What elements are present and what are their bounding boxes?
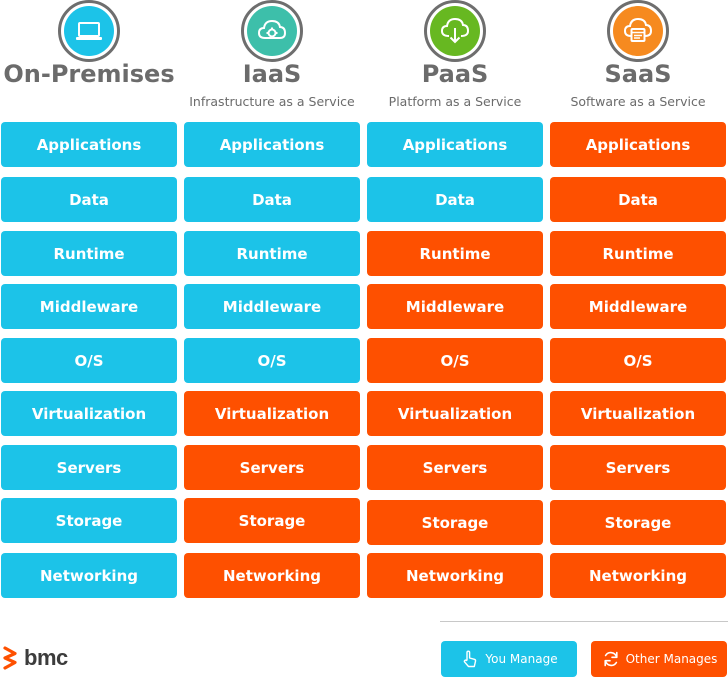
- layer-label: Data: [252, 190, 292, 209]
- legend-you-manage: You Manage: [441, 641, 577, 677]
- layer-os: O/S: [184, 338, 360, 383]
- layer-label: Virtualization: [580, 404, 696, 423]
- layer-applications: Applications: [367, 122, 543, 167]
- layer-label: Servers: [422, 458, 488, 477]
- layer-label: Networking: [40, 566, 138, 585]
- layer-runtime: Runtime: [1, 231, 177, 276]
- layer-label: Middleware: [405, 297, 505, 316]
- layer-label: Runtime: [602, 244, 674, 263]
- layer-label: Middleware: [588, 297, 688, 316]
- cloud-gear-icon-ring: [241, 0, 303, 62]
- layer-os: O/S: [1, 338, 177, 383]
- layer-label: Virtualization: [397, 404, 513, 423]
- legend-divider: [440, 621, 728, 622]
- layer-label: O/S: [257, 351, 287, 370]
- cloud-download-icon-ring: [424, 0, 486, 62]
- layer-networking: Networking: [184, 553, 360, 598]
- hand-pointer-icon: [464, 650, 477, 668]
- layer-runtime: Runtime: [550, 231, 726, 276]
- cloud-gear-icon: [247, 6, 297, 56]
- legend-label: Other Manages: [625, 652, 718, 666]
- layer-label: Networking: [589, 566, 687, 585]
- layer-label: Storage: [421, 513, 489, 532]
- cloud-window-icon-ring: [607, 0, 669, 62]
- layer-label: Runtime: [53, 244, 125, 263]
- layer-label: Virtualization: [214, 404, 330, 423]
- layer-middleware: Middleware: [367, 284, 543, 329]
- layer-networking: Networking: [367, 553, 543, 598]
- layer-label: Applications: [219, 135, 325, 154]
- column-subtitle: Software as a Service: [570, 94, 706, 109]
- layer-label: Virtualization: [31, 404, 147, 423]
- laptop-icon-ring: [58, 0, 120, 62]
- column-title: PaaS: [421, 60, 489, 88]
- layer-data: Data: [1, 177, 177, 222]
- layer-middleware: Middleware: [1, 284, 177, 329]
- layer-data: Data: [550, 177, 726, 222]
- layer-data: Data: [367, 177, 543, 222]
- layer-data: Data: [184, 177, 360, 222]
- layer-label: Servers: [605, 458, 671, 477]
- layer-servers: Servers: [367, 445, 543, 490]
- layer-label: O/S: [440, 351, 470, 370]
- layer-label: Applications: [36, 135, 142, 154]
- layer-virtualization: Virtualization: [367, 391, 543, 436]
- layer-label: Applications: [585, 135, 691, 154]
- layer-applications: Applications: [1, 122, 177, 167]
- layer-runtime: Runtime: [367, 231, 543, 276]
- layer-middleware: Middleware: [184, 284, 360, 329]
- layer-servers: Servers: [550, 445, 726, 490]
- layer-label: Servers: [239, 458, 305, 477]
- layer-virtualization: Virtualization: [550, 391, 726, 436]
- layer-label: Runtime: [236, 244, 308, 263]
- layer-storage: Storage: [1, 498, 177, 543]
- bmc-logo-icon: [2, 645, 20, 671]
- column-title: On-Premises: [3, 60, 175, 88]
- layer-label: Storage: [55, 511, 123, 530]
- laptop-icon: [64, 6, 114, 56]
- layer-storage: Storage: [184, 498, 360, 543]
- layer-applications: Applications: [184, 122, 360, 167]
- layer-label: Runtime: [419, 244, 491, 263]
- layer-label: Storage: [604, 513, 672, 532]
- layer-servers: Servers: [184, 445, 360, 490]
- column-title: SaaS: [604, 60, 672, 88]
- layer-os: O/S: [367, 338, 543, 383]
- layer-networking: Networking: [550, 553, 726, 598]
- layer-label: Networking: [223, 566, 321, 585]
- layer-label: Middleware: [222, 297, 322, 316]
- layer-middleware: Middleware: [550, 284, 726, 329]
- layer-virtualization: Virtualization: [184, 391, 360, 436]
- layer-label: Storage: [238, 511, 306, 530]
- layer-label: Networking: [406, 566, 504, 585]
- column-subtitle: Infrastructure as a Service: [189, 94, 355, 109]
- bmc-logo: bmc: [2, 643, 68, 673]
- layer-networking: Networking: [1, 553, 177, 598]
- layer-label: Applications: [402, 135, 508, 154]
- layer-label: Data: [618, 190, 658, 209]
- layer-label: O/S: [74, 351, 104, 370]
- layer-label: Middleware: [39, 297, 139, 316]
- layer-storage: Storage: [367, 500, 543, 545]
- layer-label: O/S: [623, 351, 653, 370]
- cloud-window-icon: [613, 6, 663, 56]
- layer-servers: Servers: [1, 445, 177, 490]
- refresh-icon: [603, 651, 618, 667]
- layer-label: Data: [69, 190, 109, 209]
- layer-label: Servers: [56, 458, 122, 477]
- layer-virtualization: Virtualization: [1, 391, 177, 436]
- layer-storage: Storage: [550, 500, 726, 545]
- layer-label: Data: [435, 190, 475, 209]
- layer-os: O/S: [550, 338, 726, 383]
- column-subtitle: Platform as a Service: [388, 94, 522, 109]
- layer-applications: Applications: [550, 122, 726, 167]
- layer-runtime: Runtime: [184, 231, 360, 276]
- cloud-download-icon: [430, 6, 480, 56]
- legend-label: You Manage: [485, 652, 558, 666]
- column-title: IaaS: [242, 60, 302, 88]
- brand-name: bmc: [24, 645, 68, 670]
- legend-other-manages: Other Manages: [591, 641, 727, 677]
